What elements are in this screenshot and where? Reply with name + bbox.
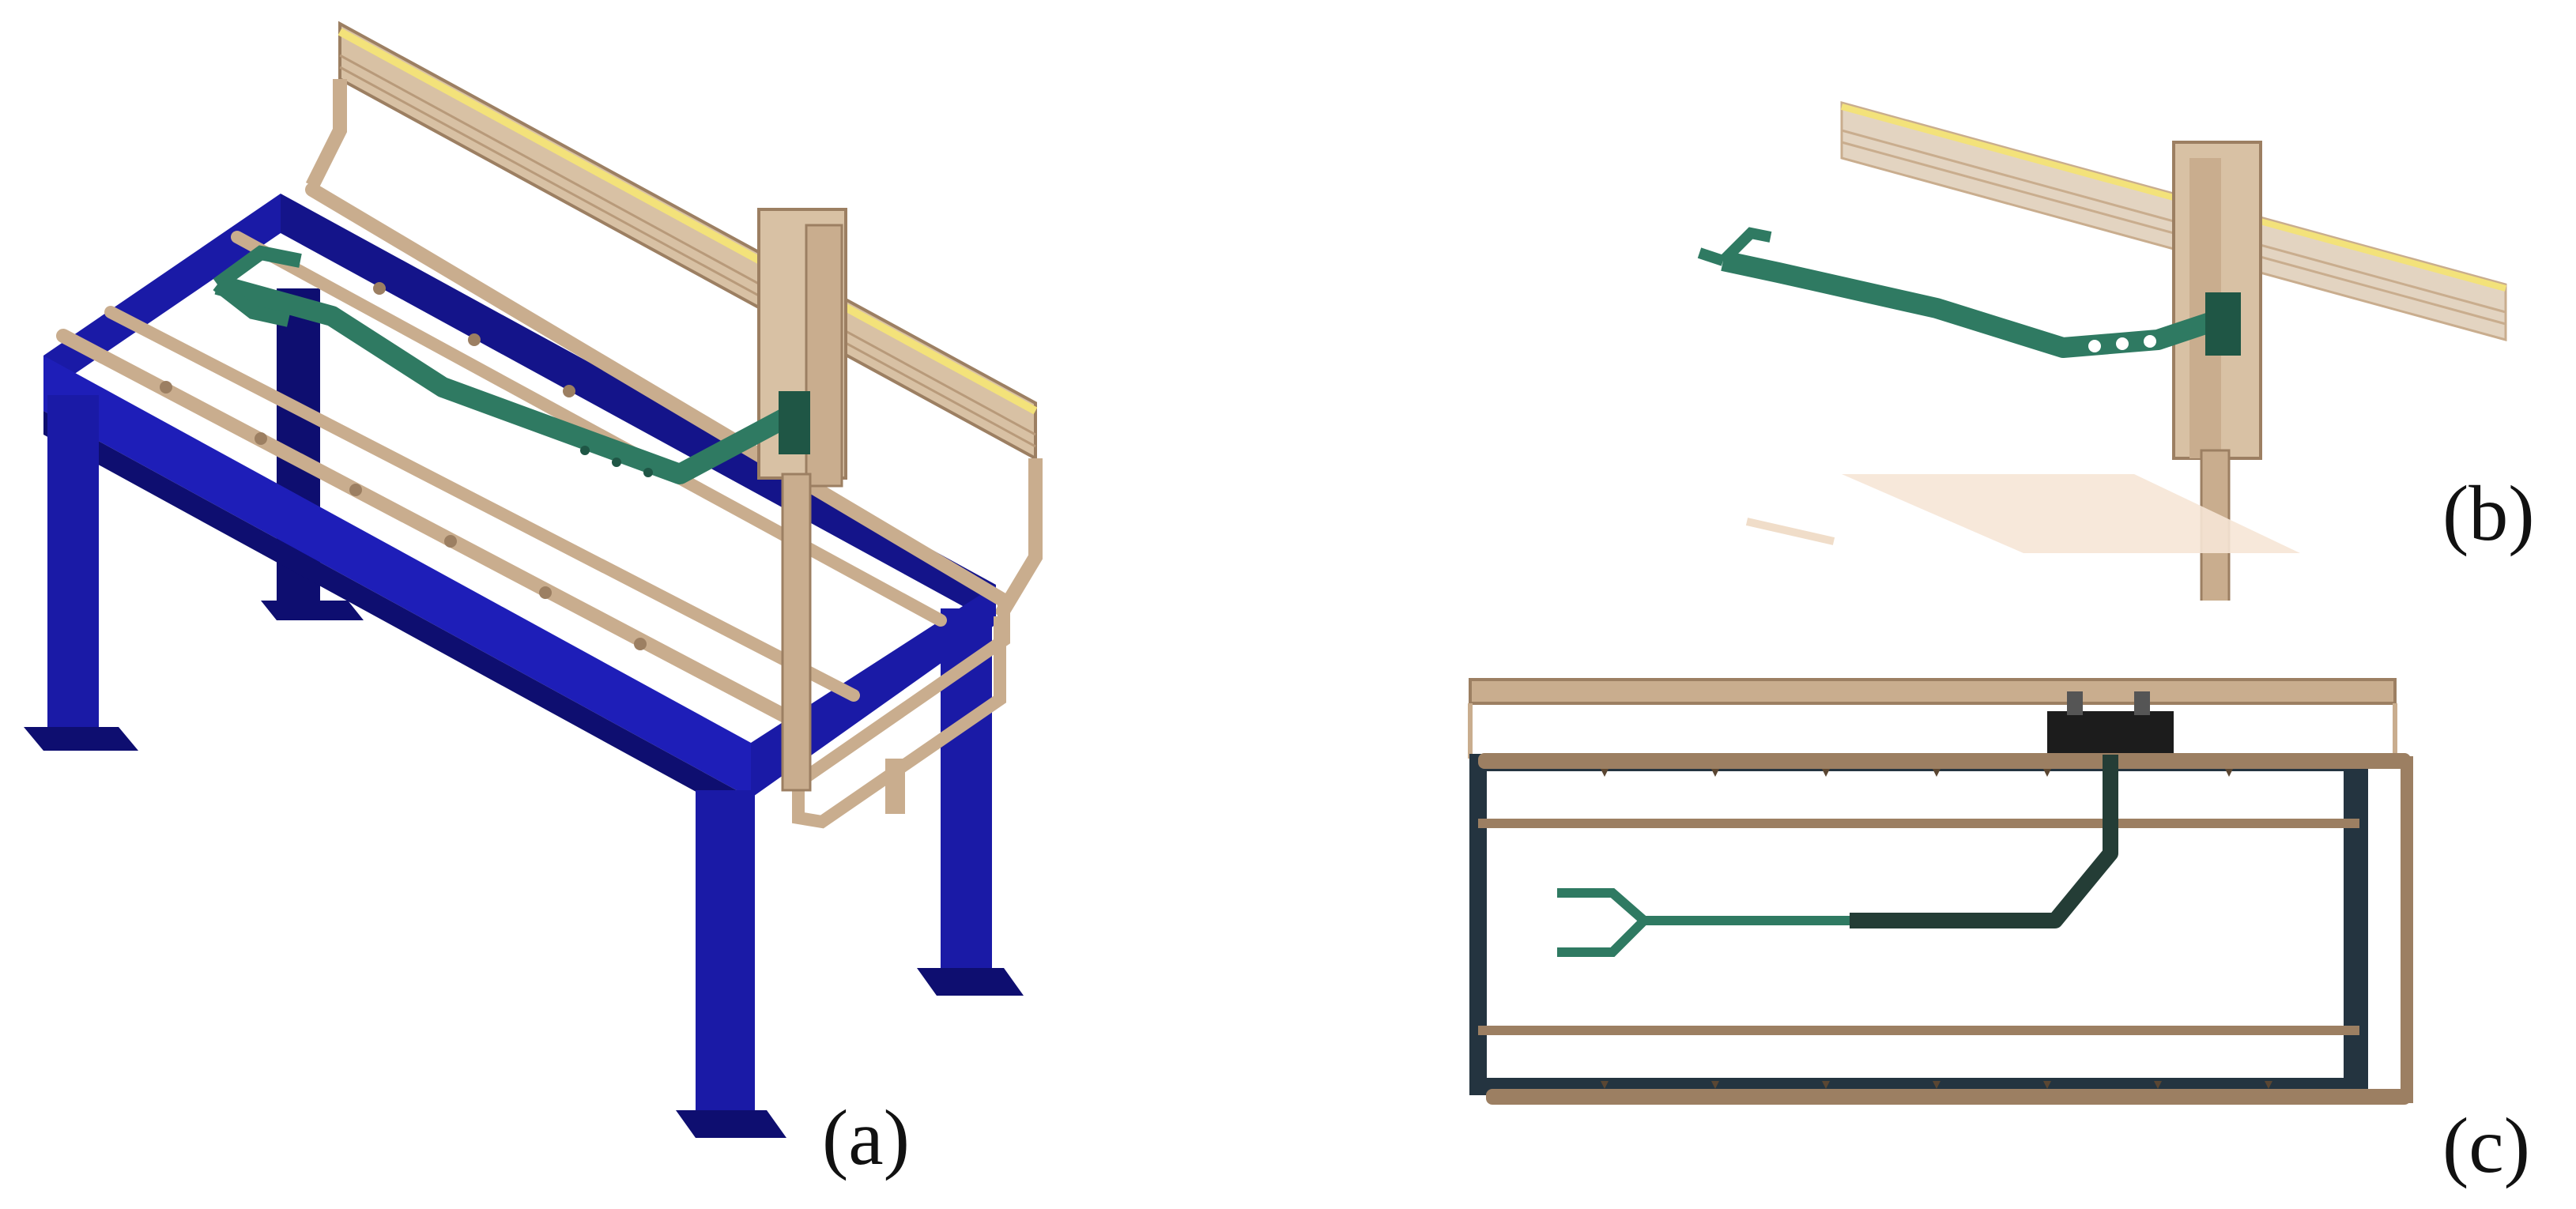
guide-rails-top [1478, 753, 2413, 1105]
panel-a-isometric-machine [0, 0, 1265, 1209]
panel-c-top-view [1454, 664, 2576, 1209]
floor-shadow [1745, 474, 2300, 553]
arm-carriage-drawing [1697, 101, 2507, 601]
panel-b-arm-carriage [1684, 95, 2576, 601]
panel-label-a: (a) [822, 1094, 910, 1181]
forked-arm [213, 245, 810, 484]
vertical-carriage [757, 208, 905, 814]
upper-rail-top [1468, 678, 2397, 759]
guide-rails [56, 183, 1011, 829]
isometric-machine-drawing [24, 21, 1043, 1138]
table-frame [24, 194, 1024, 1138]
panel-label-b: (b) [2442, 469, 2535, 557]
forked-arm [1697, 227, 2241, 358]
top-view-drawing [1468, 678, 2413, 1105]
carriage-top [2047, 691, 2174, 755]
forked-arm-top [1557, 755, 2118, 957]
panel-label-c: (c) [2442, 1102, 2530, 1189]
